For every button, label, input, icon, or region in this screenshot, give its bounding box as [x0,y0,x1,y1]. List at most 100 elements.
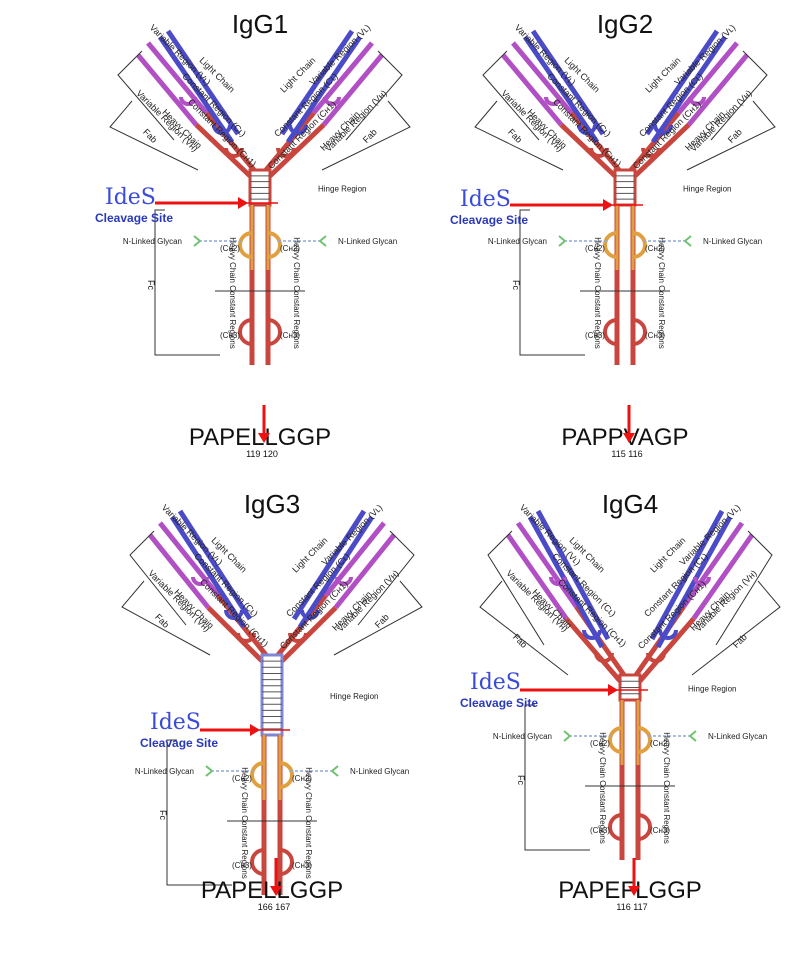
arm-label: Fab [731,632,749,650]
n-linked-glycan-label: N-Linked Glycan [488,237,547,246]
fab-bracket [321,100,411,171]
ch3-loop [603,318,618,346]
ch2-label: (Cʜ2) [280,244,300,253]
n-linked-glycan-label: N-Linked Glycan [123,237,182,246]
ch3-loop [608,813,623,841]
cleavage-site-label: Cleavage Site [450,213,528,227]
fab-bracket [686,100,776,171]
ch2-loop [267,231,282,259]
region-bracket [710,50,768,141]
sequence-arrow-head [628,886,640,896]
hc-constant-label-right: Heavy Chain Constant Regions [304,767,313,879]
vh-loop [549,576,567,586]
chain-segment [522,35,600,144]
fc-label: Fc [511,280,521,290]
ch3-loop [238,318,253,346]
ch3-loop [632,318,647,346]
residue-positions: 119 120 [246,449,278,459]
chain-segment [291,509,367,621]
cleavage-site-label: Cleavage Site [95,211,173,225]
chain-segment [321,53,384,127]
sequence-arrow-head [258,433,270,443]
chain-segment [285,35,363,144]
vh-loop [688,96,706,106]
fc-label: Fc [146,280,156,290]
chain-segment [505,533,569,621]
panel-title: IgG4 [602,489,658,519]
vh-loop [179,96,197,106]
chain-segment [644,29,720,136]
vh-loop [335,576,353,586]
cleavage-sequence: PAPELLGGP [189,424,331,451]
ch2-label: (Cʜ2) [645,244,665,253]
ch1-loop [236,632,256,643]
cl-loop [577,124,597,135]
cleavage-site-label: Cleavage Site [460,696,538,710]
residue-positions: 116 117 [616,902,647,912]
cleavage-sequence: PAPPVAGP [561,424,688,451]
cl-loop [653,124,673,135]
vh-loop [544,96,562,106]
n-linked-glycan-label: N-Linked Glycan [338,237,397,246]
fab-bracket [333,580,423,656]
arm-label: Fab [153,612,171,630]
chain-segment [655,515,733,649]
glycan-branch [193,235,201,247]
ch1-loop [646,652,666,663]
ch2-label: (Cʜ2) [650,739,670,748]
chain-segment [136,53,199,127]
chain-segment [194,123,252,178]
cl-loop [288,124,308,135]
arm-label: Fab [373,612,391,630]
hinge-region-label: Hinge Region [330,692,378,701]
chain-segment [311,41,374,115]
chain-segment [535,509,611,641]
chain-segment [165,29,241,136]
chain-segment [691,533,755,621]
hinge-region-label: Hinge Region [683,185,731,194]
ch1-loop [641,147,661,158]
glycan-branch [319,235,327,247]
ides-label: IdeS [470,670,521,695]
fc-bracket [524,704,590,851]
ch3-loop [279,848,294,876]
arm-label: Fab [506,127,524,145]
n-linked-glycan-label: N-Linked Glycan [135,767,194,776]
vh-loop [191,576,209,586]
chain-segment [333,533,396,610]
fab-bracket [479,580,569,676]
ch2-loop [637,726,652,754]
chain-segment [650,35,728,144]
arm-label: Fab [141,127,159,145]
residue-positions: 115 116 [611,449,642,459]
ch2-label: (Cʜ2) [232,774,252,783]
glycan-branch [684,235,692,247]
ch1-loop [224,147,244,158]
ch3-label: (Cʜ3) [280,331,300,340]
chain-segment [681,521,745,609]
region-bracket [715,530,773,646]
ch3-label: (Cʜ3) [650,826,670,835]
panel-title: IgG2 [597,9,653,39]
ch2-label: (Cʜ2) [220,244,240,253]
chain-segment [686,53,749,127]
ch3-loop [267,318,282,346]
chain-segment [323,521,386,598]
chain-segment [280,605,338,663]
chain-segment [148,533,211,610]
ch2-loop [632,231,647,259]
arm-label: Fab [726,127,744,145]
ch3-loop [250,848,265,876]
glycan-branch [689,730,697,742]
cl-loop [224,609,244,620]
panel-title: IgG3 [244,489,300,519]
cl-loop [582,629,602,640]
ch3-label: (Cʜ3) [220,331,240,340]
chain-segment [177,509,253,621]
chain-segment [146,41,209,115]
cl-loop [212,124,232,135]
hc-constant-label-left: Heavy Chain Constant Regions [228,237,237,349]
